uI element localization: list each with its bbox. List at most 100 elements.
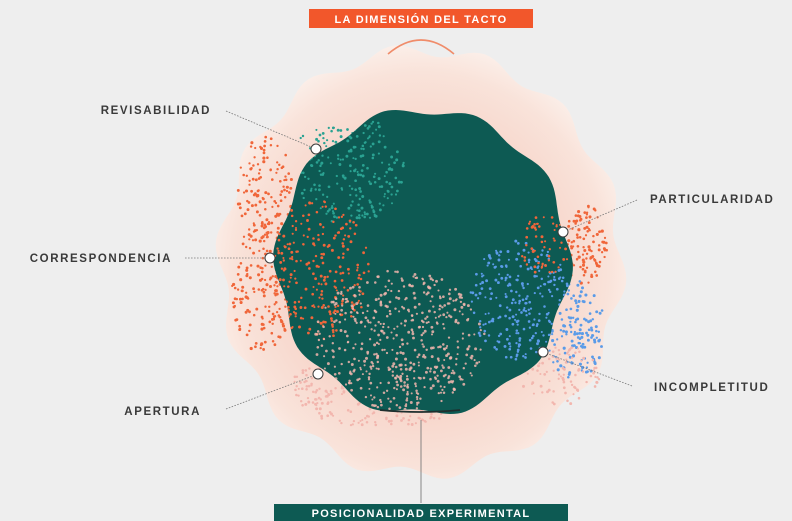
dot — [287, 247, 291, 251]
dot — [278, 163, 281, 167]
dot — [583, 248, 587, 253]
dot — [397, 296, 401, 300]
dot — [361, 164, 365, 167]
dot — [465, 353, 469, 357]
dot — [576, 244, 580, 248]
dot — [320, 401, 324, 405]
dot — [567, 289, 571, 292]
dot — [395, 414, 399, 418]
dot — [443, 385, 446, 389]
dot — [291, 258, 294, 261]
dot — [316, 330, 320, 333]
dot — [341, 244, 345, 248]
dot — [238, 297, 242, 301]
dot — [287, 285, 290, 288]
dot — [488, 320, 491, 324]
dot — [467, 333, 471, 337]
dot — [557, 358, 561, 361]
dot — [600, 229, 604, 233]
dot — [332, 414, 335, 417]
dot — [577, 299, 581, 303]
dot — [566, 399, 569, 403]
dot — [291, 224, 294, 228]
dot — [390, 289, 393, 293]
dot — [334, 270, 338, 274]
dot — [478, 291, 482, 295]
dot — [526, 282, 529, 286]
dot — [299, 399, 303, 403]
dot — [528, 220, 532, 223]
dot — [529, 307, 533, 310]
dot — [368, 216, 372, 219]
dot — [434, 377, 438, 380]
dot — [301, 404, 304, 407]
dot — [341, 242, 344, 245]
dot — [416, 355, 419, 359]
dot — [394, 376, 398, 380]
dot — [417, 353, 421, 357]
dot — [514, 357, 518, 361]
dot — [267, 192, 270, 196]
dot — [376, 386, 379, 389]
dot — [253, 156, 256, 159]
dot — [310, 164, 314, 168]
dot — [250, 189, 254, 193]
dot — [307, 384, 311, 388]
dot — [325, 212, 328, 215]
dot — [305, 388, 308, 391]
dot — [592, 207, 596, 211]
dot — [377, 342, 380, 346]
dot — [390, 155, 394, 159]
dot — [379, 398, 382, 402]
dot — [552, 402, 556, 406]
dot — [372, 404, 376, 408]
dot — [304, 402, 308, 406]
dot — [377, 121, 380, 125]
dot — [462, 382, 466, 386]
dot — [475, 361, 479, 365]
dot — [554, 270, 557, 273]
dot — [416, 398, 419, 401]
dot — [516, 242, 520, 245]
dot — [449, 380, 453, 383]
dot — [523, 256, 527, 259]
dot — [559, 263, 562, 266]
dot — [273, 199, 277, 203]
dot — [534, 331, 537, 335]
dot — [268, 320, 272, 324]
dot — [375, 352, 378, 356]
dot — [320, 322, 323, 325]
dot — [357, 209, 361, 213]
dot — [325, 145, 328, 148]
dot — [272, 315, 276, 319]
dot — [461, 313, 464, 316]
dot — [368, 372, 371, 376]
dot — [383, 195, 386, 198]
dot — [461, 337, 464, 340]
dot — [318, 387, 321, 391]
dot — [483, 258, 486, 261]
dot — [381, 348, 384, 352]
dot — [295, 384, 298, 388]
dot — [320, 344, 324, 347]
dot — [574, 222, 577, 225]
dot — [322, 278, 326, 282]
dot — [442, 366, 445, 369]
dot — [357, 421, 360, 424]
dot — [521, 284, 524, 287]
dot — [364, 213, 367, 216]
dot — [320, 256, 324, 260]
dot — [320, 290, 324, 293]
dot — [405, 398, 409, 402]
dot — [337, 157, 340, 160]
dot — [385, 170, 388, 174]
dot — [359, 368, 362, 371]
dot — [323, 275, 327, 279]
dot — [250, 204, 254, 208]
dot — [581, 253, 585, 256]
dot — [491, 319, 495, 323]
dot — [271, 340, 275, 343]
dot — [358, 377, 361, 381]
dot — [310, 187, 313, 190]
dot — [269, 143, 273, 147]
